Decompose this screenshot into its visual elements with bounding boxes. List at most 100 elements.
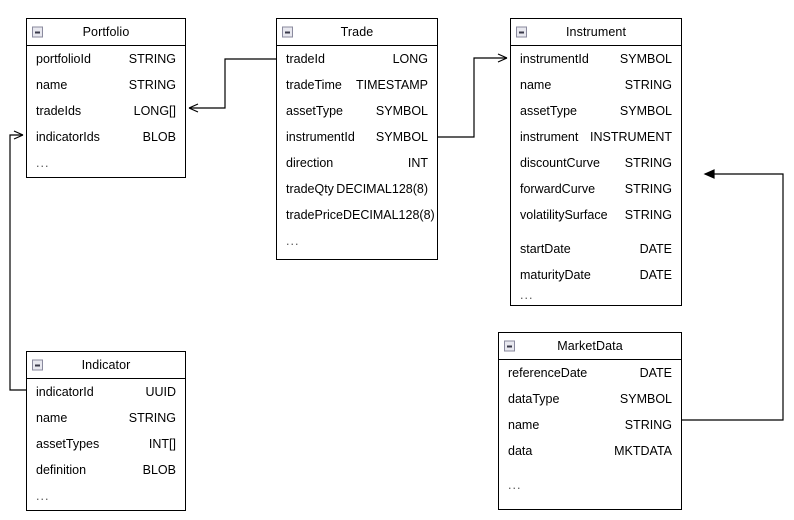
- attribute-row[interactable]: instrumentId SYMBOL: [511, 46, 681, 72]
- attribute-name: ...: [36, 156, 50, 170]
- attribute-row[interactable]: assetType SYMBOL: [277, 98, 437, 124]
- attribute-name: discountCurve: [520, 156, 600, 170]
- attribute-list-marketdata: referenceDate DATE dataType SYMBOL name …: [499, 360, 681, 498]
- attribute-row[interactable]: assetTypes INT[]: [27, 431, 185, 457]
- attribute-type: SYMBOL: [619, 52, 672, 66]
- attribute-type: TIMESTAMP: [356, 78, 428, 92]
- attribute-type: DECIMAL128(8): [342, 208, 435, 222]
- entity-trade[interactable]: Trade tradeId LONG tradeTime TIMESTAMP a…: [276, 18, 438, 260]
- attribute-row-more[interactable]: ...: [277, 228, 437, 254]
- minus-box-icon[interactable]: [282, 26, 293, 38]
- attribute-type: STRING: [624, 156, 672, 170]
- attribute-row[interactable]: direction INT: [277, 150, 437, 176]
- attribute-type: STRING: [128, 52, 176, 66]
- attribute-type: MKTDATA: [614, 444, 672, 458]
- attribute-name: assetTypes: [36, 437, 100, 451]
- attribute-row[interactable]: data MKTDATA: [499, 438, 681, 464]
- entity-portfolio[interactable]: Portfolio portfolioId STRING name STRING…: [26, 18, 186, 178]
- attribute-type: BLOB: [142, 130, 176, 144]
- entity-marketdata[interactable]: MarketData referenceDate DATE dataType S…: [498, 332, 682, 510]
- attribute-row[interactable]: name STRING: [27, 72, 185, 98]
- attribute-row[interactable]: name STRING: [27, 405, 185, 431]
- entity-header-trade: Trade: [277, 19, 437, 46]
- attribute-type: STRING: [624, 418, 672, 432]
- attribute-row[interactable]: volatilitySurface STRING: [511, 202, 681, 228]
- attribute-name: dataType: [508, 392, 560, 406]
- minus-box-icon[interactable]: [32, 359, 43, 371]
- connector-trade-to-portfolio[interactable]: [188, 58, 276, 113]
- attribute-row[interactable]: tradeIds LONG[]: [27, 98, 185, 124]
- connector-marketdata-to-instrument[interactable]: [682, 169, 784, 421]
- attribute-name: tradeIds: [36, 104, 82, 118]
- attribute-row[interactable]: forwardCurve STRING: [511, 176, 681, 202]
- attribute-row-more[interactable]: ...: [511, 288, 681, 306]
- attribute-name: instrumentId: [520, 52, 589, 66]
- entity-instrument[interactable]: Instrument instrumentId SYMBOL name STRI…: [510, 18, 682, 306]
- attribute-row[interactable]: tradeId LONG: [277, 46, 437, 72]
- attribute-row[interactable]: name STRING: [499, 412, 681, 438]
- attribute-list-trade: tradeId LONG tradeTime TIMESTAMP assetTy…: [277, 46, 437, 254]
- attribute-type: SYMBOL: [375, 130, 428, 144]
- attribute-name: tradeTime: [286, 78, 342, 92]
- attribute-row[interactable]: startDate DATE: [511, 236, 681, 262]
- attribute-list-portfolio: portfolioId STRING name STRING tradeIds …: [27, 46, 185, 176]
- attribute-name: startDate: [520, 242, 571, 256]
- attribute-row[interactable]: tradePrice DECIMAL128(8): [277, 202, 437, 228]
- attribute-row[interactable]: tradeQty DECIMAL128(8): [277, 176, 437, 202]
- attribute-name: assetType: [520, 104, 577, 118]
- attribute-row[interactable]: discountCurve STRING: [511, 150, 681, 176]
- attribute-row[interactable]: name STRING: [511, 72, 681, 98]
- minus-box-icon[interactable]: [516, 26, 527, 38]
- attribute-type: STRING: [128, 78, 176, 92]
- attribute-row[interactable]: dataType SYMBOL: [499, 386, 681, 412]
- attribute-row-more[interactable]: ...: [499, 472, 681, 498]
- entity-header-indicator: Indicator: [27, 352, 185, 379]
- attribute-type: LONG: [392, 52, 428, 66]
- connector-indicator-to-portfolio[interactable]: [9, 130, 26, 391]
- attribute-name: ...: [508, 478, 522, 492]
- attribute-type: DATE: [639, 242, 672, 256]
- attribute-row[interactable]: tradeTime TIMESTAMP: [277, 72, 437, 98]
- attribute-type: UUID: [145, 385, 176, 399]
- attribute-row[interactable]: instrument INSTRUMENT: [511, 124, 681, 150]
- attribute-row[interactable]: indicatorIds BLOB: [27, 124, 185, 150]
- attribute-name: instrument: [520, 130, 579, 144]
- attribute-type: STRING: [624, 78, 672, 92]
- attribute-name: portfolioId: [36, 52, 91, 66]
- entity-indicator[interactable]: Indicator indicatorId UUID name STRING a…: [26, 351, 186, 511]
- attribute-name: indicatorId: [36, 385, 94, 399]
- attribute-name: name: [36, 78, 68, 92]
- attribute-name: tradePrice: [286, 208, 343, 222]
- minus-box-icon[interactable]: [32, 26, 43, 38]
- entity-title: Portfolio: [82, 24, 130, 39]
- attribute-name: tradeQty: [286, 182, 334, 196]
- attribute-type: INSTRUMENT: [590, 130, 672, 144]
- attribute-type: LONG[]: [133, 104, 176, 118]
- attribute-row[interactable]: indicatorId UUID: [27, 379, 185, 405]
- attribute-type: DATE: [639, 366, 672, 380]
- entity-header-marketdata: MarketData: [499, 333, 681, 360]
- attribute-row[interactable]: portfolioId STRING: [27, 46, 185, 72]
- attribute-row-more[interactable]: ...: [27, 483, 185, 509]
- attribute-type: STRING: [128, 411, 176, 425]
- attribute-name: referenceDate: [508, 366, 588, 380]
- attribute-name: ...: [286, 234, 300, 248]
- attribute-row[interactable]: assetType SYMBOL: [511, 98, 681, 124]
- minus-box-icon[interactable]: [504, 340, 515, 352]
- attribute-type: STRING: [624, 208, 672, 222]
- attribute-name: name: [508, 418, 540, 432]
- entity-header-instrument: Instrument: [511, 19, 681, 46]
- attribute-row[interactable]: referenceDate DATE: [499, 360, 681, 386]
- attribute-name: ...: [520, 288, 534, 302]
- attribute-row[interactable]: maturityDate DATE: [511, 262, 681, 288]
- attribute-row[interactable]: definition BLOB: [27, 457, 185, 483]
- attribute-type: DECIMAL128(8): [336, 182, 428, 196]
- attribute-name: direction: [286, 156, 334, 170]
- attribute-name: data: [508, 444, 533, 458]
- attribute-list-indicator: indicatorId UUID name STRING assetTypes …: [27, 379, 185, 509]
- attribute-row[interactable]: instrumentId SYMBOL: [277, 124, 437, 150]
- attribute-name: indicatorIds: [36, 130, 100, 144]
- connector-trade-to-instrument[interactable]: [438, 53, 508, 138]
- attribute-row-more[interactable]: ...: [27, 150, 185, 176]
